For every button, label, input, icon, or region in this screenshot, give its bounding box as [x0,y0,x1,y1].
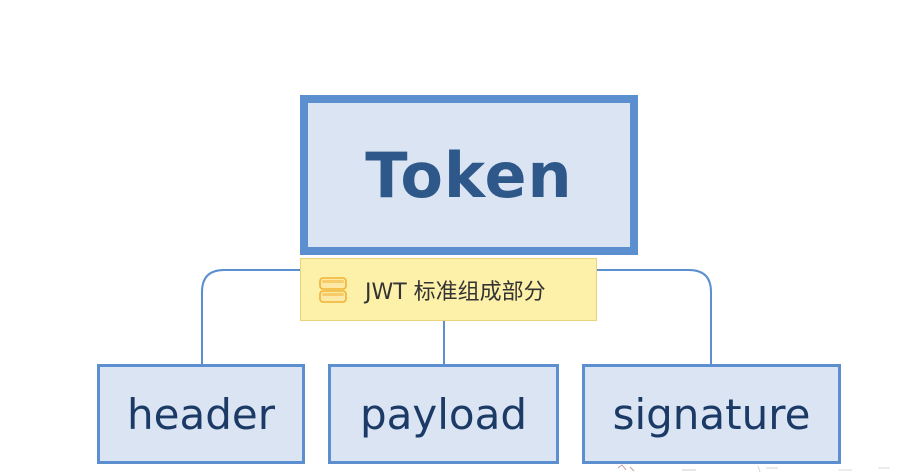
note-text: JWT 标准组成部分 [365,279,546,305]
child-node-payload[interactable]: payload [328,364,559,464]
child-node-signature[interactable]: signature [582,364,841,464]
cropped-edge-marks [617,464,890,473]
child-node-label: header [127,389,275,439]
note-callout[interactable]: JWT 标准组成部分 [300,258,597,321]
connector-to-signature [597,269,712,364]
connector-to-header [201,269,330,364]
root-node-token[interactable]: Token [300,95,638,255]
child-node-label: payload [359,389,527,439]
child-node-label: signature [612,389,811,439]
root-node-label: Token [365,138,573,212]
child-node-header[interactable]: header [97,364,305,464]
note-stack-icon [319,276,347,303]
